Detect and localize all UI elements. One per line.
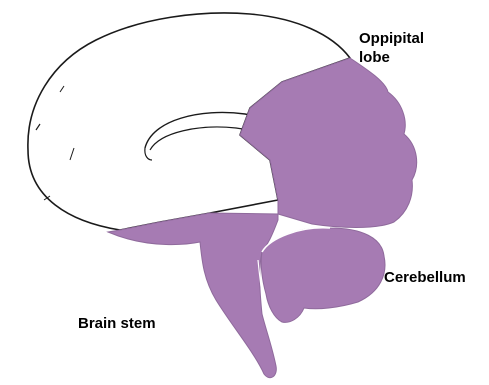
cerebellum	[261, 228, 385, 323]
occipital-lobe-label: Oppipital lobe	[359, 29, 424, 67]
cerebellum-label: Cerebellum	[384, 268, 466, 287]
brain-stem-label: Brain stem	[78, 314, 156, 333]
occipital-lobe-label-line1: Oppipital	[359, 29, 424, 48]
brain-stem	[108, 213, 278, 378]
occipital-lobe-label-line2: lobe	[359, 48, 424, 67]
